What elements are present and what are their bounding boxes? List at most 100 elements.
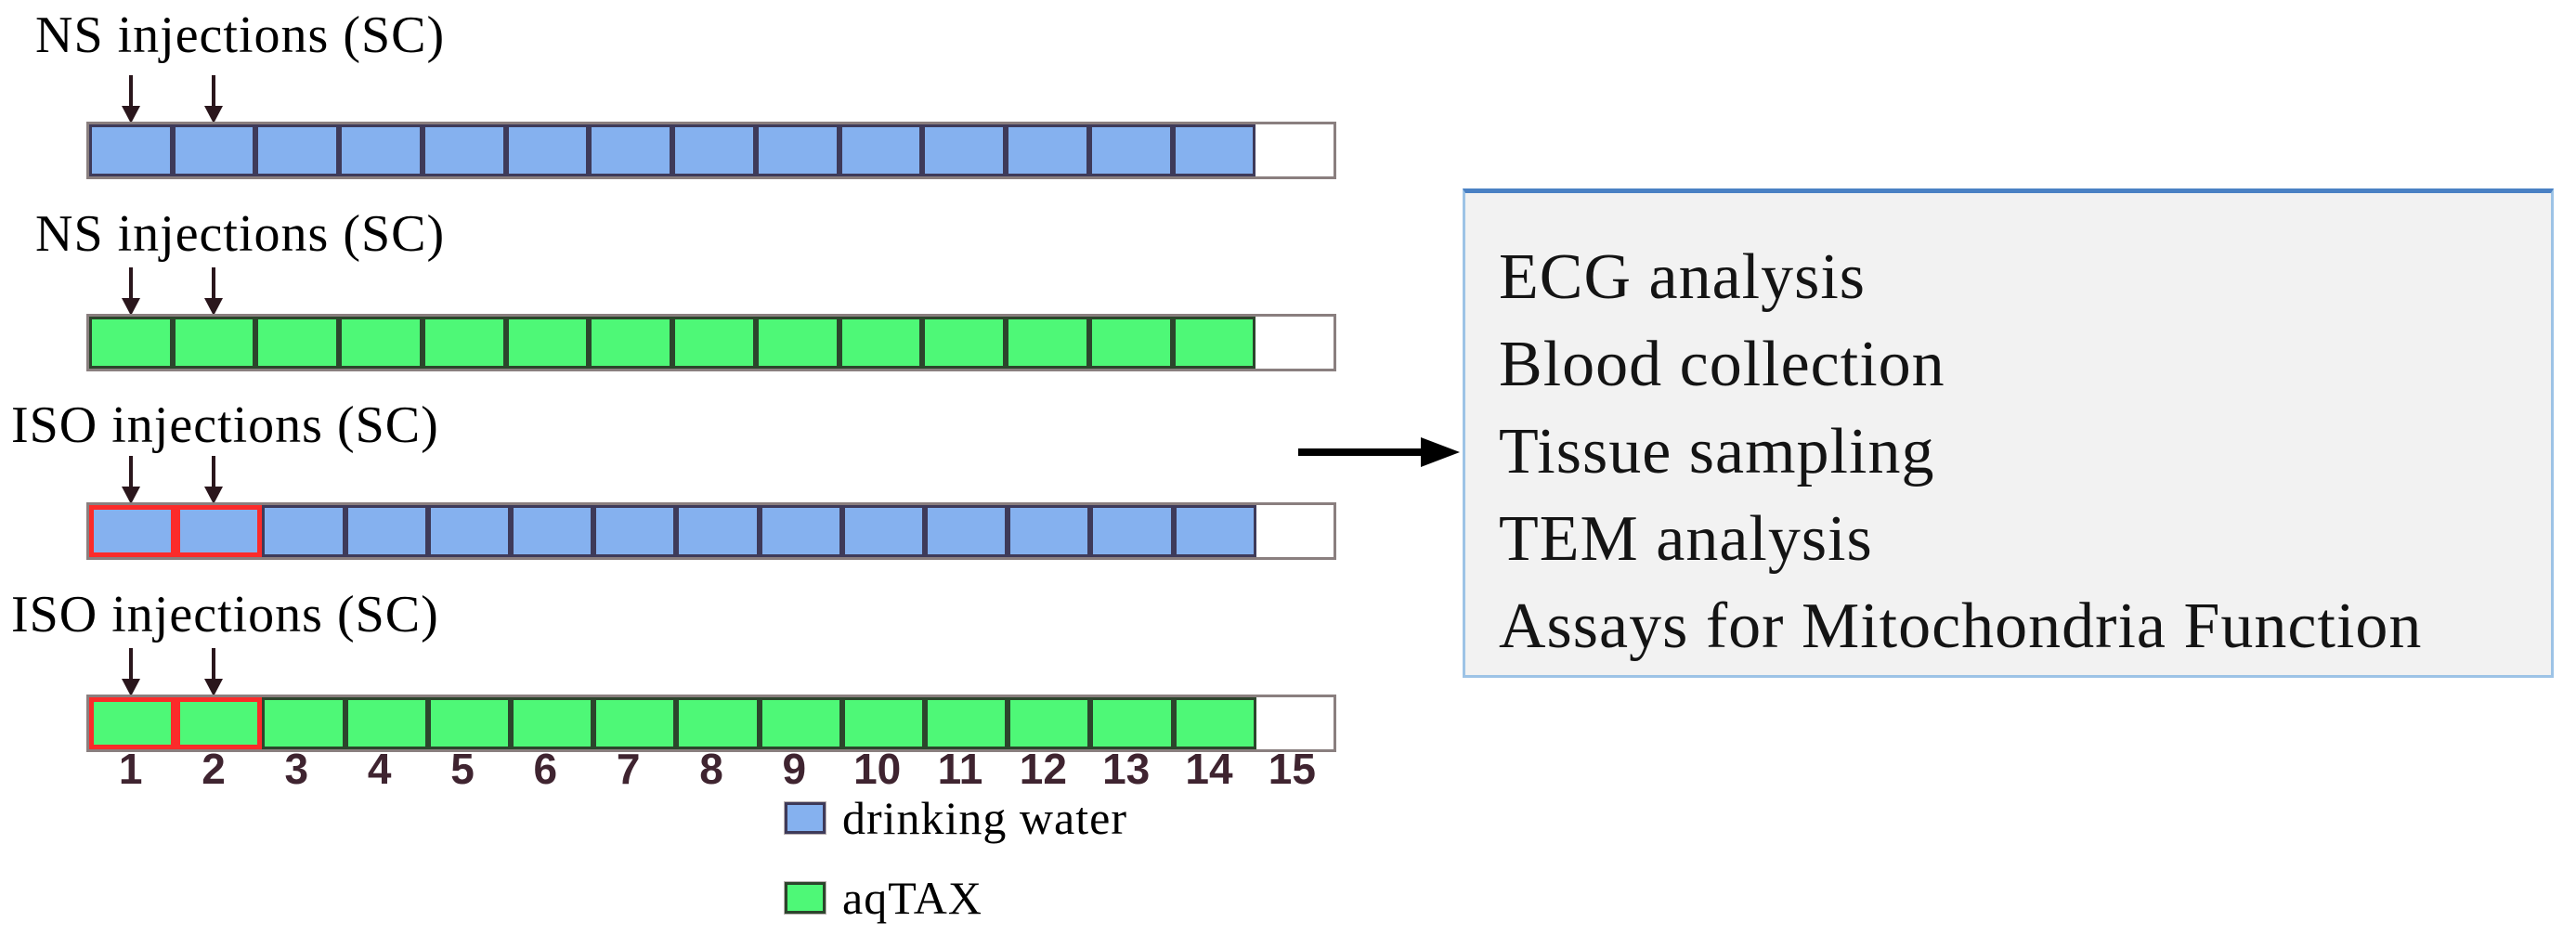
group-label: ISO injections (SC) bbox=[11, 586, 439, 643]
treatment-day-cell bbox=[1172, 317, 1256, 369]
legend-label: drinking water bbox=[842, 792, 1127, 844]
treatment-day-cell bbox=[262, 505, 345, 557]
drinking-water-swatch bbox=[784, 801, 826, 835]
treatment-day-cell bbox=[755, 124, 839, 176]
day-number: 2 bbox=[202, 745, 226, 793]
treatment-day-cell bbox=[1006, 124, 1089, 176]
iso-injection-day-cell bbox=[176, 697, 263, 749]
treatment-day-cell bbox=[1090, 505, 1174, 557]
injection-arrow-icon bbox=[204, 456, 223, 504]
treatment-day-cell bbox=[589, 317, 673, 369]
treatment-day-cell bbox=[922, 124, 1007, 176]
treatment-day-cell bbox=[922, 317, 1007, 369]
treatment-day-cell bbox=[593, 505, 677, 557]
injection-arrow-icon bbox=[204, 267, 223, 316]
treatment-day-cell bbox=[1173, 505, 1256, 557]
treatment-day-cell bbox=[427, 697, 512, 749]
empty-day-cell bbox=[1255, 317, 1334, 369]
outcome-item: Tissue sampling bbox=[1499, 416, 1935, 487]
treatment-day-cell bbox=[262, 697, 345, 749]
timeline-bar bbox=[86, 695, 1336, 752]
treatment-day-cell bbox=[1090, 697, 1174, 749]
right-arrow-icon bbox=[1298, 437, 1460, 467]
day-number: 3 bbox=[284, 745, 309, 793]
treatment-day-cell bbox=[589, 124, 673, 176]
treatment-day-cell bbox=[841, 697, 926, 749]
treatment-day-cell bbox=[345, 697, 428, 749]
treatment-day-cell bbox=[422, 317, 506, 369]
timeline-bar bbox=[86, 122, 1336, 179]
outcome-item: Assays for Mitochondria Function bbox=[1499, 591, 2423, 662]
treatment-day-cell bbox=[345, 505, 428, 557]
treatment-day-cell bbox=[759, 697, 842, 749]
treatment-day-cell bbox=[172, 317, 256, 369]
treatment-day-cell bbox=[841, 505, 926, 557]
iso-injection-day-cell bbox=[89, 697, 176, 749]
outcome-item: Blood collection bbox=[1499, 329, 1945, 400]
injection-arrow-icon bbox=[204, 75, 223, 123]
treatment-day-cell bbox=[339, 317, 423, 369]
treatment-day-cell bbox=[1173, 697, 1256, 749]
treatment-day-cell bbox=[755, 317, 839, 369]
timeline-bar bbox=[86, 314, 1336, 371]
treatment-day-cell bbox=[505, 317, 590, 369]
day-number: 8 bbox=[699, 745, 723, 793]
day-number: 9 bbox=[782, 745, 807, 793]
treatment-day-cell bbox=[339, 124, 423, 176]
treatment-day-cell bbox=[172, 124, 256, 176]
injection-arrow-icon bbox=[121, 75, 140, 123]
treatment-day-cell bbox=[1088, 317, 1173, 369]
injection-arrow-icon bbox=[121, 267, 140, 316]
group-label: NS injections (SC) bbox=[35, 205, 446, 263]
empty-day-cell bbox=[1255, 697, 1334, 749]
day-number: 7 bbox=[616, 745, 641, 793]
day-number: 12 bbox=[1019, 745, 1067, 793]
outcome-item: TEM analysis bbox=[1499, 503, 1873, 575]
day-number: 13 bbox=[1102, 745, 1151, 793]
injection-arrow-icon bbox=[121, 648, 140, 696]
treatment-day-cell bbox=[89, 124, 173, 176]
treatment-day-cell bbox=[593, 697, 677, 749]
iso-injection-day-cell bbox=[89, 505, 176, 557]
timeline-bar bbox=[86, 502, 1336, 560]
treatment-day-cell bbox=[427, 505, 512, 557]
treatment-day-cell bbox=[1006, 317, 1089, 369]
day-number: 11 bbox=[937, 745, 983, 793]
day-number: 1 bbox=[118, 745, 143, 793]
treatment-day-cell bbox=[672, 124, 756, 176]
group-label: NS injections (SC) bbox=[35, 6, 446, 64]
treatment-day-cell bbox=[1088, 124, 1173, 176]
day-number: 4 bbox=[367, 745, 392, 793]
treatment-day-cell bbox=[925, 697, 1008, 749]
treatment-day-cell bbox=[255, 124, 340, 176]
treatment-day-cell bbox=[505, 124, 590, 176]
day-number: 5 bbox=[450, 745, 475, 793]
empty-day-cell bbox=[1255, 124, 1334, 176]
treatment-day-cell bbox=[511, 505, 594, 557]
treatment-day-cell bbox=[1008, 697, 1091, 749]
day-number: 10 bbox=[853, 745, 902, 793]
treatment-day-cell bbox=[89, 317, 173, 369]
treatment-day-cell bbox=[1008, 505, 1091, 557]
legend-item: aqTAX bbox=[784, 871, 982, 925]
treatment-day-cell bbox=[511, 697, 594, 749]
treatment-day-cell bbox=[759, 505, 842, 557]
empty-day-cell bbox=[1255, 505, 1334, 557]
treatment-day-cell bbox=[255, 317, 340, 369]
treatment-day-cell bbox=[676, 697, 760, 749]
treatment-day-cell bbox=[839, 317, 923, 369]
treatment-day-cell bbox=[925, 505, 1008, 557]
aqtax-swatch bbox=[784, 881, 826, 915]
group-label: ISO injections (SC) bbox=[11, 396, 439, 454]
treatment-day-cell bbox=[672, 317, 756, 369]
injection-arrow-icon bbox=[121, 456, 140, 504]
outcome-item: ECG analysis bbox=[1499, 241, 1867, 313]
treatment-day-cell bbox=[839, 124, 923, 176]
injection-arrow-icon bbox=[204, 648, 223, 696]
legend-item: drinking water bbox=[784, 791, 1127, 845]
day-number: 6 bbox=[533, 745, 558, 793]
treatment-day-cell bbox=[1172, 124, 1256, 176]
